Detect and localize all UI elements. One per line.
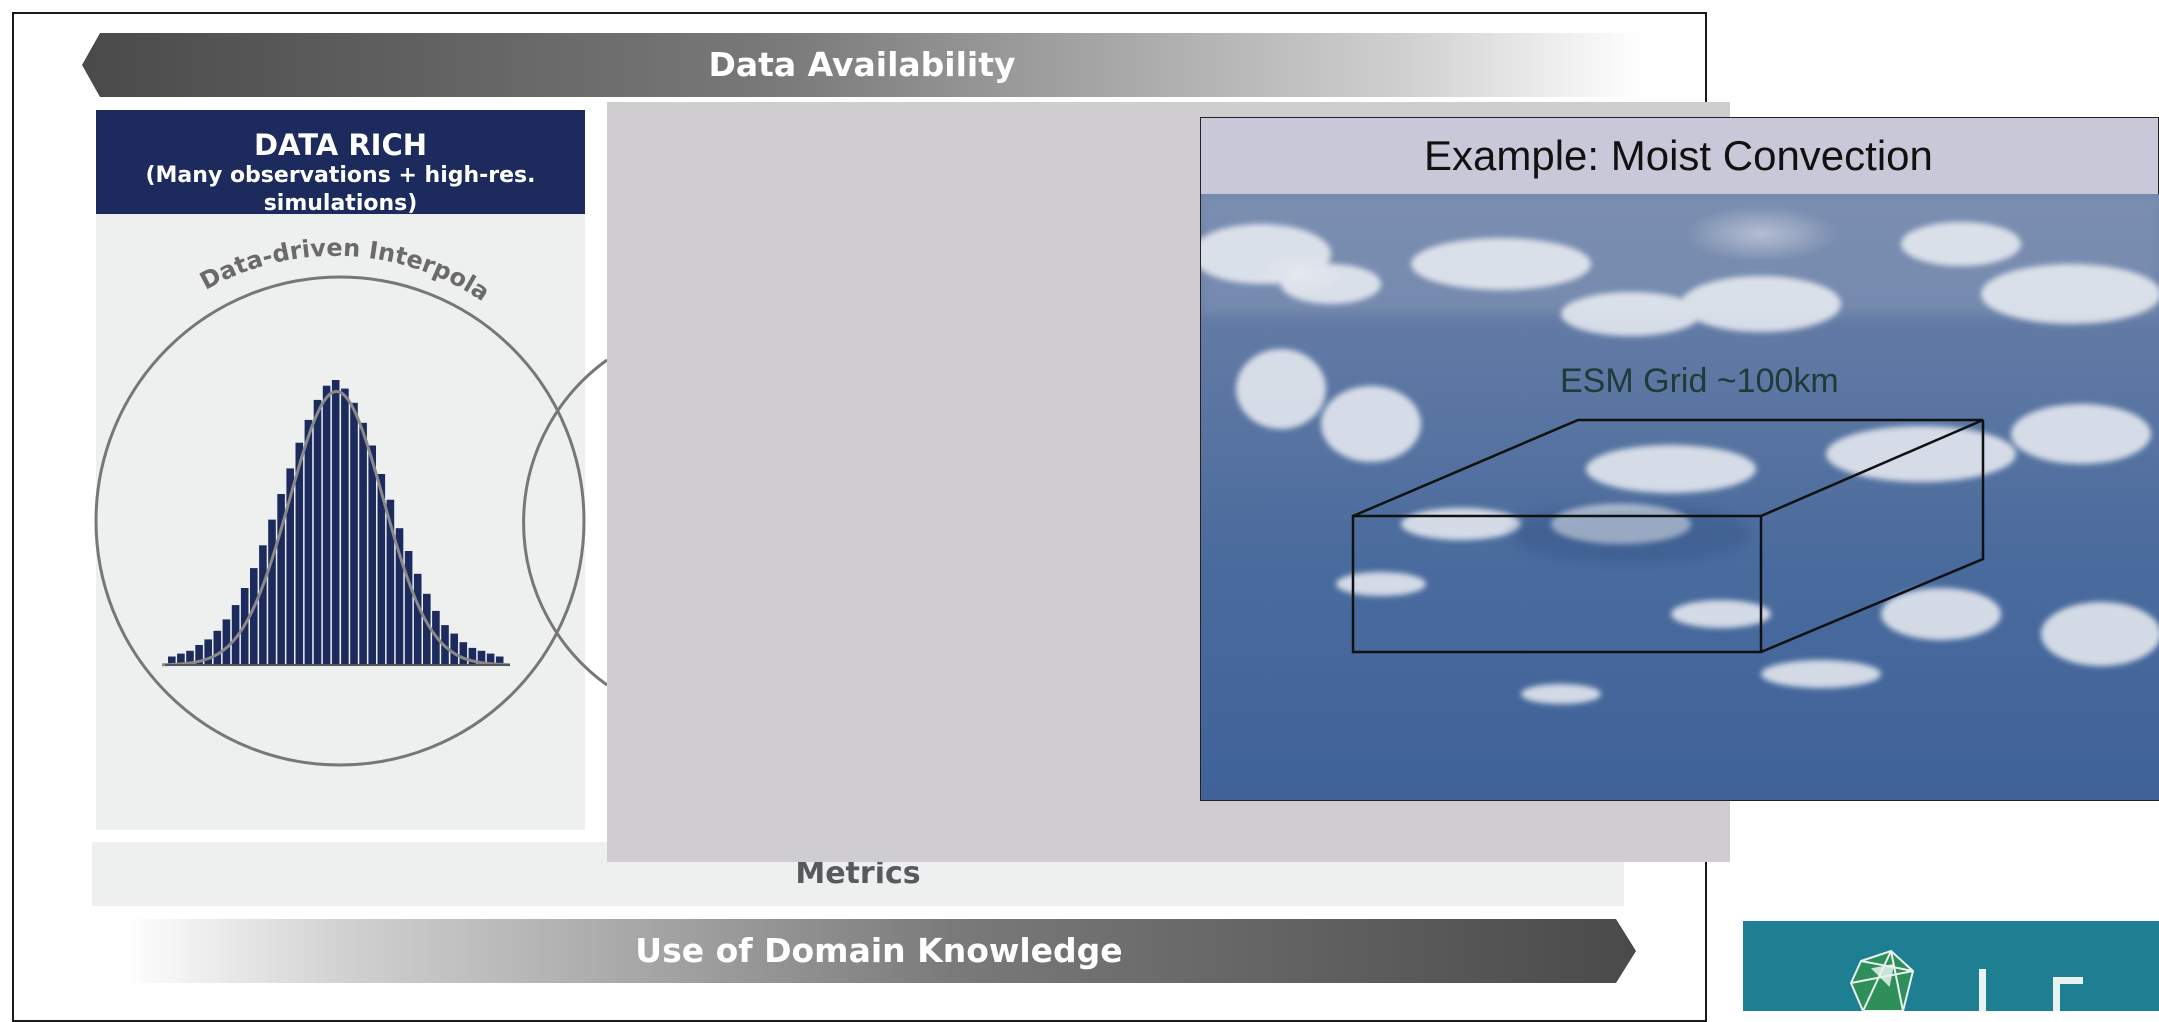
histogram-bar [295, 442, 304, 665]
data-rich-panel [96, 110, 585, 830]
histogram-bar [404, 551, 413, 665]
histogram-bar [368, 445, 376, 665]
histogram-bar [377, 474, 386, 665]
interpolation-circle [94, 275, 586, 767]
histogram-bar [213, 630, 222, 665]
example-title-box: Example: Moist Convection [1200, 117, 2159, 195]
histogram-bar [486, 653, 495, 665]
histogram [168, 380, 504, 666]
domain-knowledge-arrow [122, 919, 1636, 983]
histogram-bar [168, 656, 176, 665]
arc-label: Data-driven Interpolation [0, 0, 495, 307]
histogram-bar [250, 568, 258, 665]
network-globe-icon [1849, 949, 2083, 1011]
histogram-bar [268, 519, 276, 665]
data-availability-arrow [82, 33, 1642, 97]
cloud-field [1201, 194, 2159, 704]
histogram-bar [304, 419, 313, 665]
logo-partial [1743, 921, 2159, 1011]
histogram-bar [386, 499, 395, 665]
example-title: Example: Moist Convection [1424, 132, 1933, 179]
histogram-bar [222, 619, 231, 665]
histogram-bar [459, 642, 468, 665]
histogram-bar [195, 645, 203, 665]
histogram-bar [177, 653, 185, 665]
histogram-bar [204, 639, 212, 665]
histogram-bar [350, 402, 358, 665]
histogram-bar [186, 650, 194, 666]
esm-grid-box [1351, 418, 1985, 654]
data-availability-label: Data Availability [708, 45, 1016, 84]
histogram-bar [450, 633, 458, 665]
domain-knowledge-label: Use of Domain Knowledge [635, 931, 1123, 970]
histogram-bar [313, 399, 322, 665]
histogram-bar [277, 494, 285, 665]
histogram-bar [413, 573, 422, 665]
histogram-bar [231, 605, 240, 665]
histogram-bar [359, 422, 367, 666]
data-rich-title: DATA RICH [253, 128, 427, 162]
histogram-bar [395, 528, 404, 665]
data-rich-header: DATA RICH (Many observations + high-res.… [96, 110, 585, 216]
data-rich-subtitle: (Many observations + high-res. simulatio… [145, 163, 536, 216]
histogram-bar [259, 545, 267, 665]
normal-curve [162, 389, 511, 667]
histogram-bar [322, 385, 331, 665]
histogram-bar [341, 388, 349, 665]
esm-grid-label: ESM Grid ~100km [1560, 362, 1839, 400]
histogram-bar [331, 380, 340, 665]
moist-convection-photo [1200, 194, 2159, 801]
second-circle-arc [522, 358, 608, 687]
histogram-bar [495, 656, 504, 665]
histogram-bar [423, 593, 431, 666]
histogram-bar [468, 647, 477, 665]
histogram-bar [286, 468, 294, 665]
histogram-bar [477, 650, 486, 666]
